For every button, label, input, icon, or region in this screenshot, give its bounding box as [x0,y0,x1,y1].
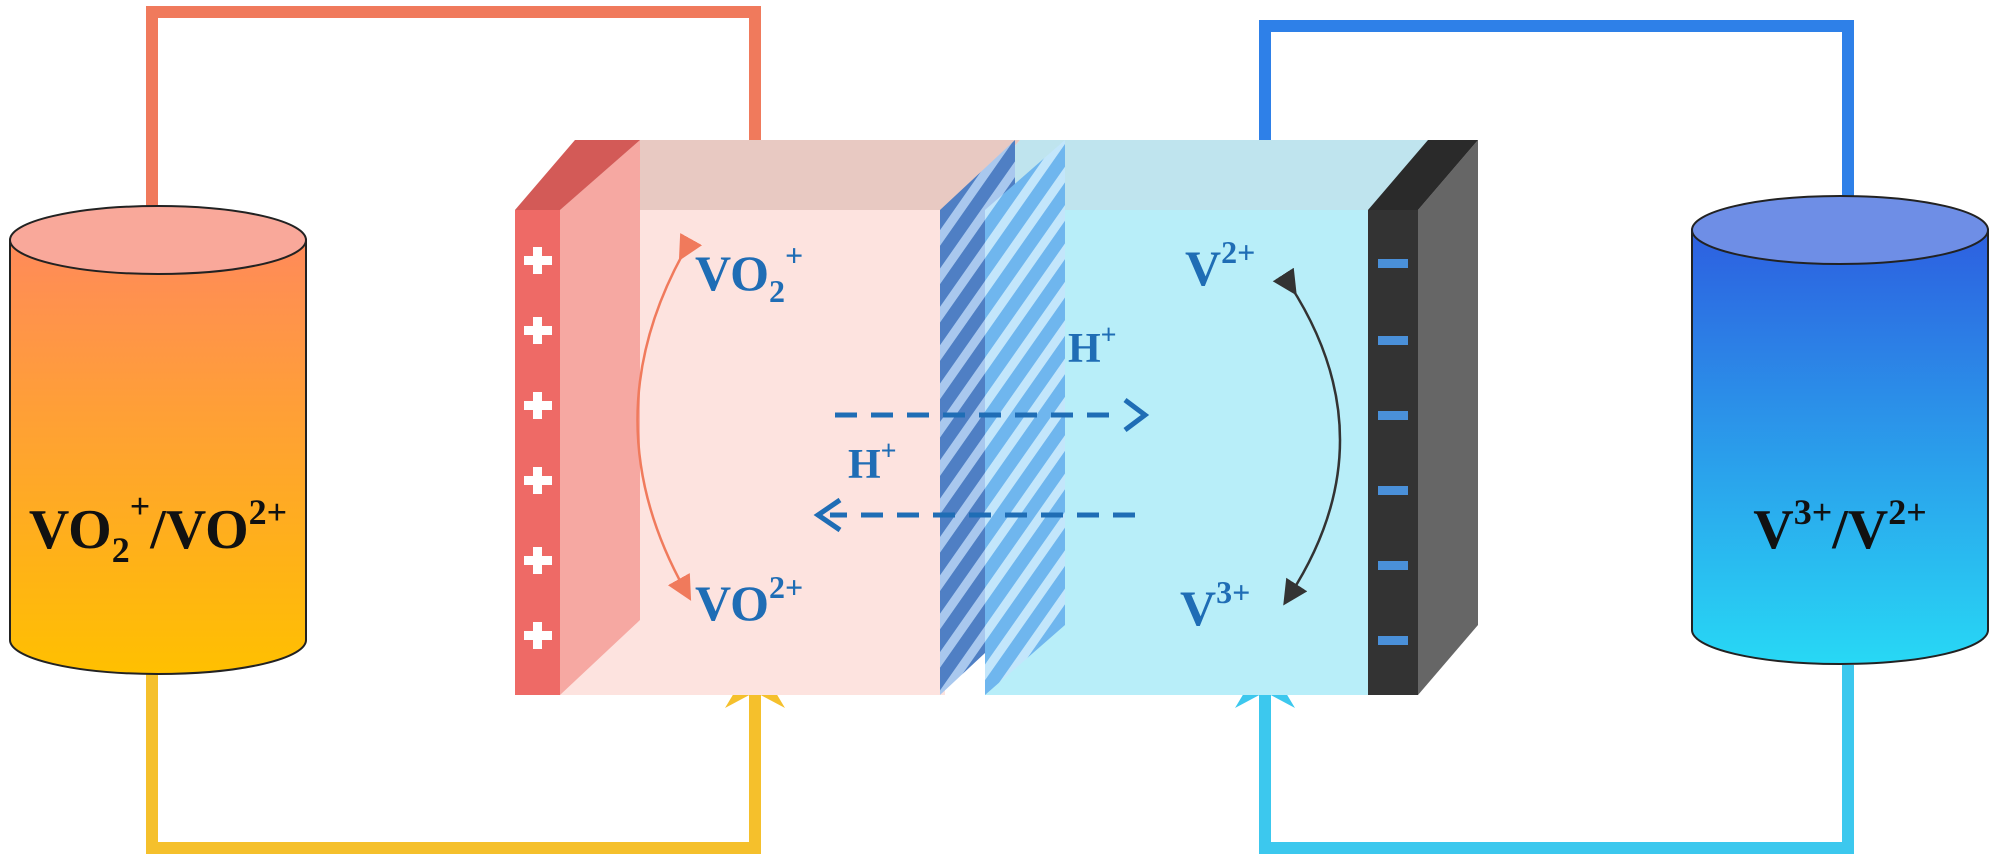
minus-sign [1378,486,1408,495]
positive-electrode [515,210,560,695]
plus-sign [524,547,552,574]
electrochemical-cell: VO2+ VO2+ V2+ V3+ H+ H+ [515,140,1478,695]
negative-electrode [1368,210,1418,695]
plus-sign [524,467,552,494]
negative-reaction-arrow [1272,267,1342,606]
proton-label-left: H+ [848,436,897,488]
positive-felt [560,140,640,695]
ion-vo2-plus: VO2+ [695,237,803,309]
plus-sign [524,247,552,274]
positive-electrode-side [515,140,640,210]
proton-arrow-left [813,497,1135,533]
cell-top-face-negative [960,140,1445,210]
ion-v-2plus: V2+ [1185,234,1255,296]
negative-tank-top [1691,195,1989,265]
minus-sign [1378,561,1408,570]
negative-tank-label: V3+/V2+ [1753,492,1926,561]
ion-vo-2plus: VO2+ [695,569,803,631]
minus-sign [1378,411,1408,420]
ion-v-3plus: V3+ [1180,574,1250,636]
negative-electrode-signs [1378,259,1408,645]
positive-electrolyte-tank: VO2+/VO2+ [9,205,307,675]
positive-tank-top [9,205,307,275]
negative-electrolyte-tank: V3+/V2+ [1691,195,1989,665]
minus-sign [1378,336,1408,345]
positive-reaction-arrow [636,232,703,601]
proton-arrow-right [835,398,1150,432]
minus-sign [1378,636,1408,645]
negative-electrode-side [1418,140,1478,695]
plus-sign [524,317,552,344]
positive-electrode-signs [524,247,552,649]
cell-top-face-positive [515,140,1020,210]
negative-electrode-top [1368,140,1478,210]
proton-label-right: H+ [1068,320,1117,372]
plus-sign [524,622,552,649]
positive-tank-label: VO2+/VO2+ [29,486,287,570]
minus-sign [1378,259,1408,268]
plus-sign [524,392,552,419]
